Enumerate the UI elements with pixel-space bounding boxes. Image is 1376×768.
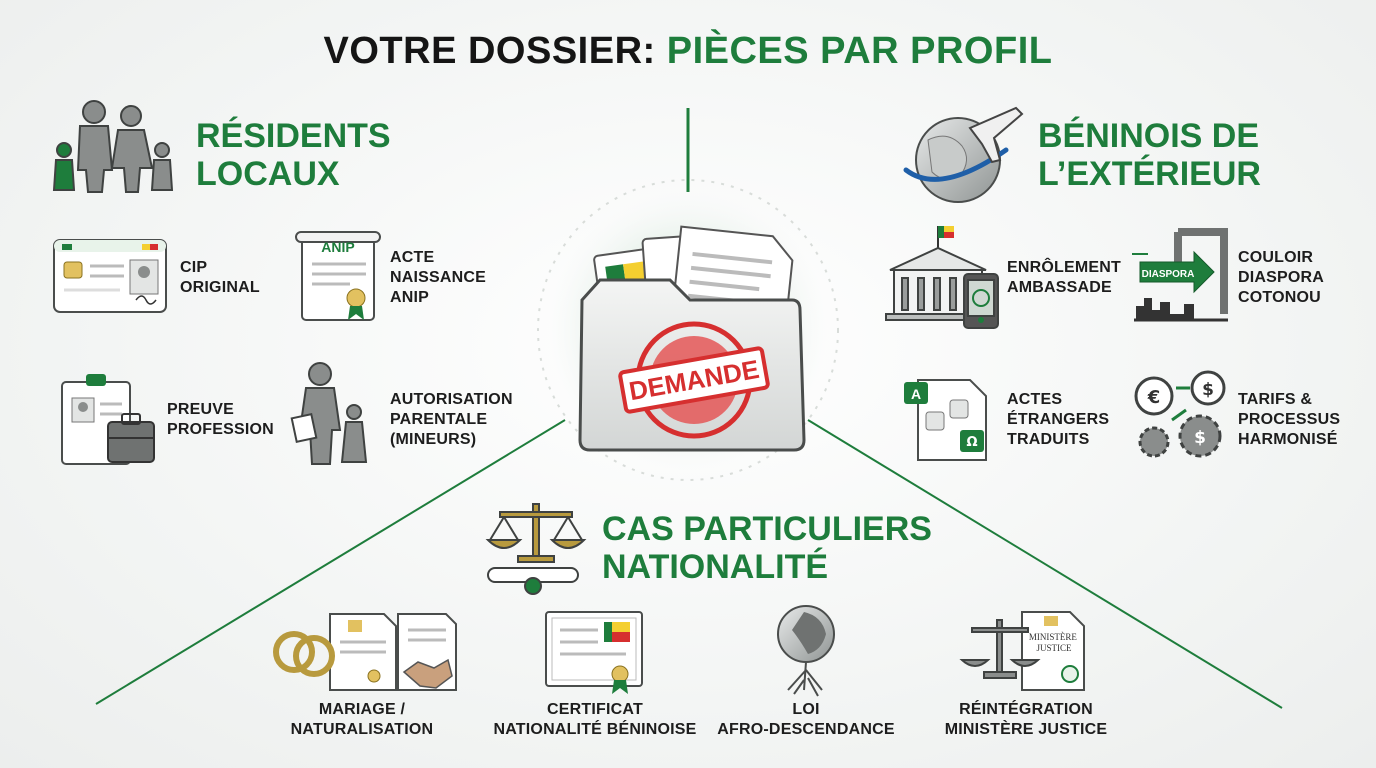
- globe-plane-icon: [903, 106, 1024, 203]
- nationality-certificate-icon: [545, 611, 643, 694]
- justice-doc-line-1: MINISTÈRE: [1029, 632, 1077, 642]
- label-tarifs-processus: TARIFS & PROCESSUS HARMONISÉ: [1238, 391, 1341, 448]
- justice-doc-line-2: JUSTICE: [1036, 643, 1072, 653]
- section-title-diaspora: BÉNINOIS DE L’EXTÉRIEUR: [1038, 117, 1261, 193]
- section-title-local: RÉSIDENTS LOCAUX: [196, 117, 391, 193]
- svg-text:A: A: [911, 386, 921, 402]
- svg-text:$: $: [1194, 428, 1206, 448]
- label-preuve-profession: PREUVE PROFESSION: [167, 401, 274, 438]
- family-icon: [52, 100, 174, 193]
- scales-icon: [485, 503, 587, 595]
- svg-text:€: €: [1147, 387, 1161, 408]
- label-cip-original: CIP ORIGINAL: [180, 259, 260, 296]
- center-dossier-icon: DEMANDE: [537, 179, 839, 481]
- section-title-nationality: CAS PARTICULIERS NATIONALITÉ: [602, 510, 932, 586]
- label-loi-afro-descendance: LOI AFRO-DESCENDANCE: [717, 701, 895, 738]
- currency-gears-icon: € $ $: [1134, 370, 1226, 458]
- label-couloir-diaspora: COULOIR DIASPORA COTONOU: [1238, 249, 1325, 306]
- page-title: VOTRE DOSSIER: PIÈCES PAR PROFIL: [0, 30, 1376, 73]
- diaspora-gate-icon: DIASPORA: [1132, 228, 1228, 322]
- label-autorisation-parentale: AUTORISATION PARENTALE (MINEURS): [390, 391, 513, 448]
- title-highlight: PIÈCES PAR PROFIL: [666, 30, 1053, 72]
- justice-doc-text: MINISTÈRE JUSTICE: [1029, 632, 1079, 653]
- clipboard-briefcase-icon: [61, 374, 155, 465]
- label-enrolement-ambassade: ENRÔLEMENT AMBASSADE: [1007, 259, 1121, 296]
- anip-badge-text: ANIP: [321, 239, 354, 255]
- id-card-icon: [53, 239, 167, 313]
- label-acte-naissance: ACTE NAISSANCE ANIP: [390, 249, 487, 306]
- connector-lines: [95, 108, 1283, 709]
- parent-child-icon: [290, 362, 368, 465]
- label-mariage-naturalisation: MARIAGE / NATURALISATION: [290, 701, 434, 738]
- globe-roots-icon: [777, 605, 835, 697]
- certificate-scroll-icon: ANIP: [295, 231, 381, 321]
- translation-document-icon: A Ω: [904, 379, 987, 461]
- label-certificat-nationalite: CERTIFICAT NATIONALITÉ BÉNINOISE: [493, 701, 697, 738]
- diaspora-sign-text: DIASPORA: [1142, 269, 1195, 280]
- rings-handshake-icon: [273, 613, 457, 691]
- title-prefix: VOTRE DOSSIER:: [323, 30, 656, 72]
- svg-text:Ω: Ω: [966, 435, 977, 450]
- justice-document-icon: MINISTÈRE JUSTICE: [959, 611, 1085, 691]
- embassy-fingerprint-icon: [885, 226, 999, 329]
- label-reintegration-justice: RÉINTÉGRATION MINISTÈRE JUSTICE: [944, 701, 1108, 738]
- label-actes-etrangers: ACTES ÉTRANGERS TRADUITS: [1007, 391, 1110, 448]
- svg-text:$: $: [1202, 380, 1214, 400]
